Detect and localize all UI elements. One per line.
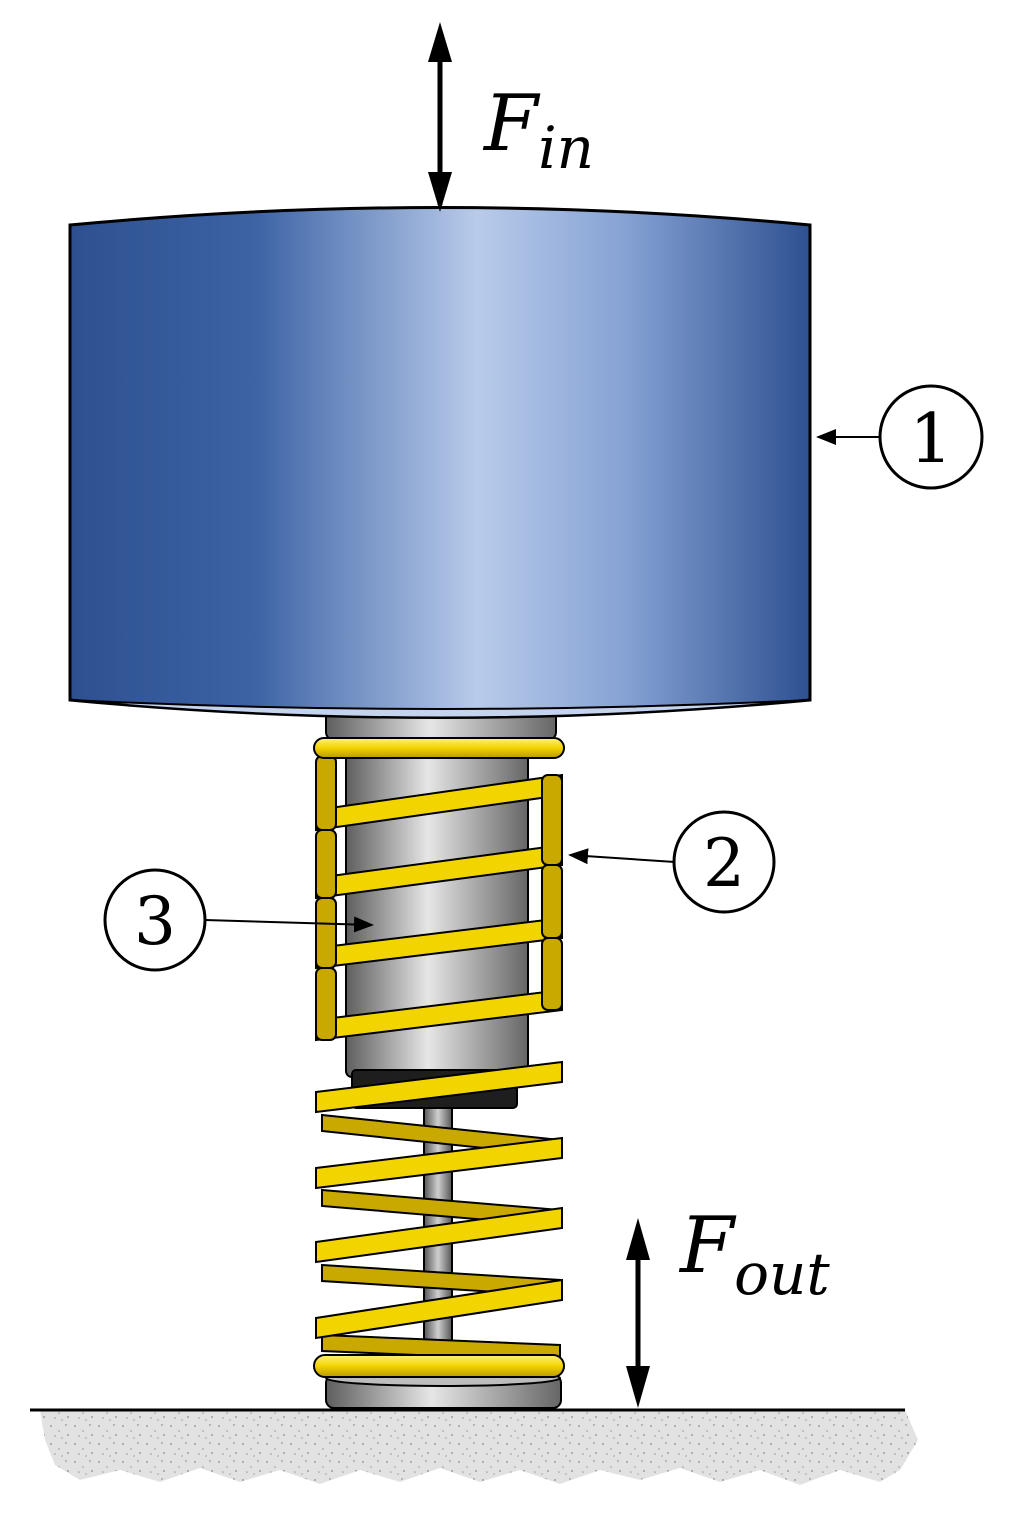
callout-1: 1 xyxy=(816,384,984,490)
ground xyxy=(30,1408,918,1485)
ground-fill xyxy=(40,1410,918,1485)
force-out-label: Fout xyxy=(678,1201,830,1308)
spring-upper-front xyxy=(315,773,563,1114)
callout-1-label: 1 xyxy=(909,400,952,479)
callout-3-label: 3 xyxy=(134,883,176,960)
callout-2-label: 2 xyxy=(703,825,745,902)
callout-3: 3 xyxy=(103,868,374,972)
mass-block xyxy=(68,206,812,719)
spring-bottom-ring xyxy=(313,1354,565,1378)
spring-top-ring xyxy=(313,737,565,759)
spring-lower-front xyxy=(315,1136,563,1340)
force-in-label: Fin xyxy=(482,79,594,182)
callout-2: 2 xyxy=(568,810,776,914)
force-out-arrow xyxy=(626,1218,650,1408)
force-in-arrow xyxy=(428,22,452,212)
spring-upper-sides xyxy=(315,755,563,1041)
mass-bottom-rim xyxy=(69,699,811,719)
